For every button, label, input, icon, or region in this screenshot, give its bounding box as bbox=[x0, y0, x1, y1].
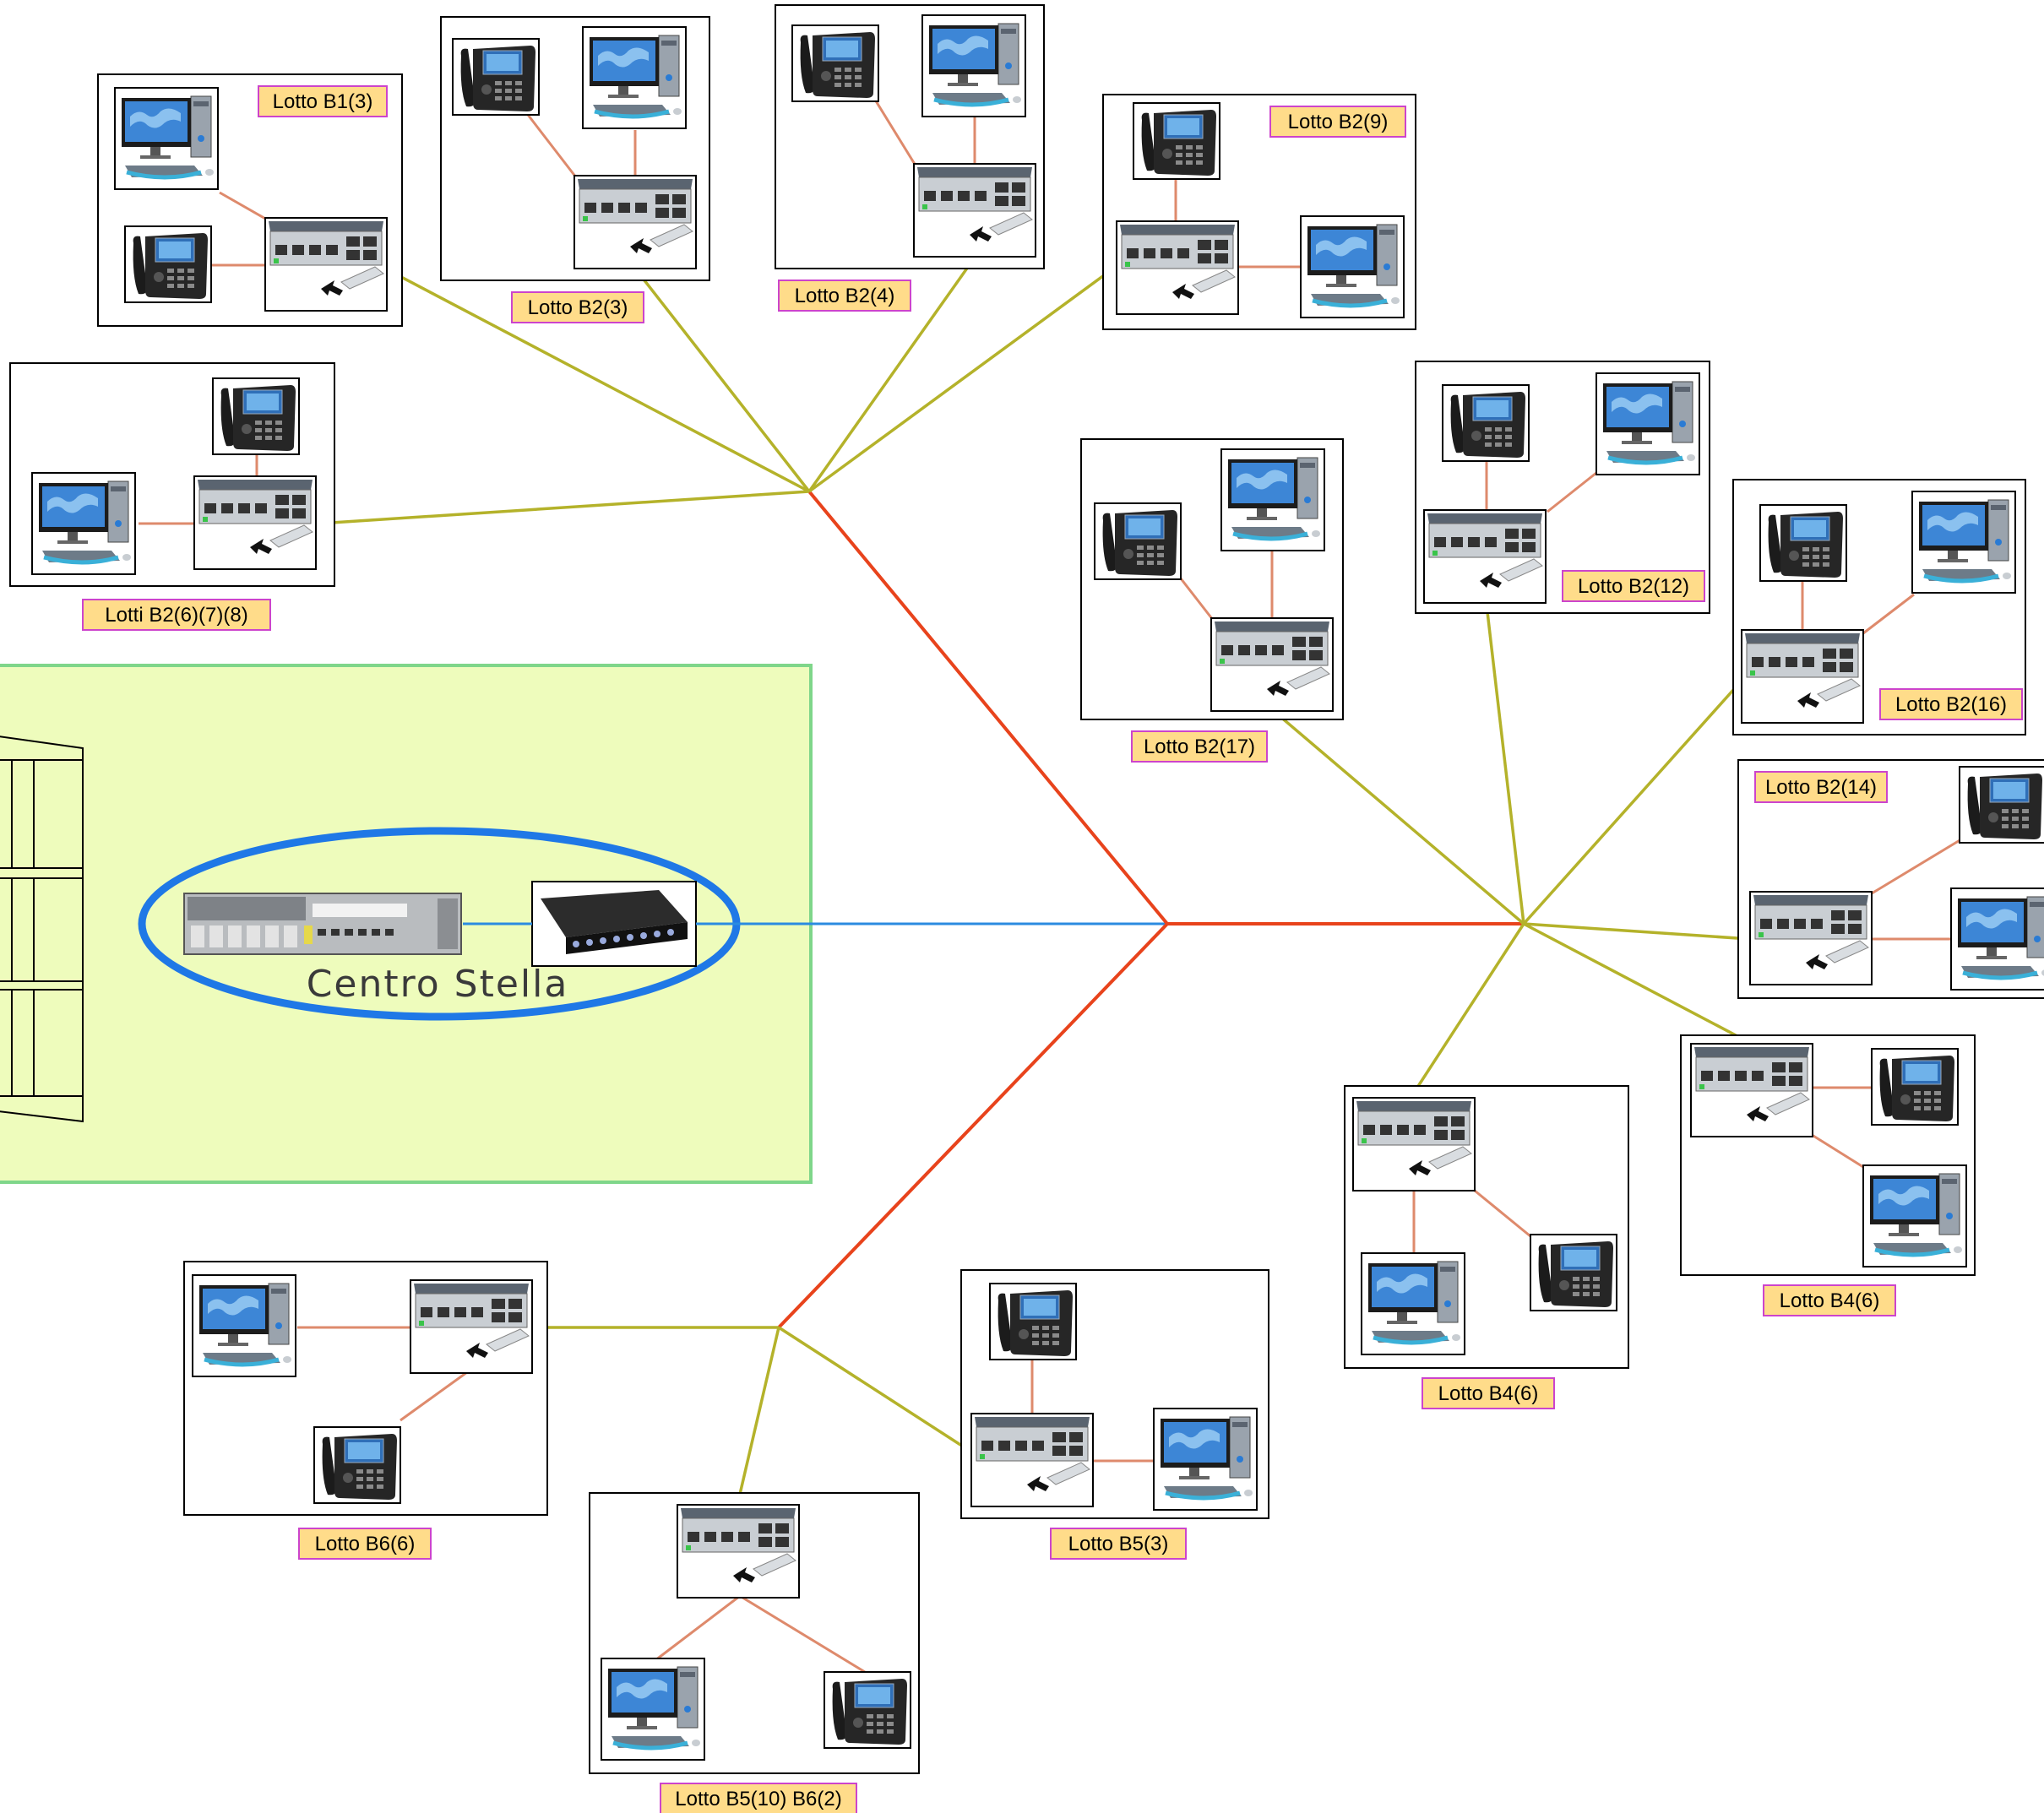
switch-icon bbox=[1116, 220, 1239, 315]
phone-icon bbox=[1094, 502, 1182, 580]
lot-lotto-b4-6-a: Lotto B4(6) bbox=[1344, 1085, 1629, 1409]
switch-icon bbox=[1690, 1043, 1813, 1137]
centro-stella-zone: Centro Stella bbox=[0, 664, 813, 1184]
phone-icon bbox=[124, 225, 212, 303]
switch-icon bbox=[574, 175, 697, 269]
switch-icon bbox=[1352, 1097, 1476, 1191]
lot-label-box bbox=[1562, 570, 1705, 602]
phone-icon bbox=[1133, 102, 1220, 180]
switch-icon bbox=[677, 1504, 800, 1599]
phone-icon bbox=[313, 1426, 401, 1504]
backbone-lines bbox=[777, 490, 1524, 1329]
switch-icon bbox=[410, 1279, 533, 1374]
lot-label-box bbox=[511, 291, 644, 323]
lot-label-box bbox=[1269, 106, 1406, 138]
computer-icon bbox=[1912, 491, 2015, 593]
building-icon bbox=[0, 736, 84, 1123]
lot-label: Lotto B5(10) B6(2) bbox=[675, 1788, 841, 1810]
lot-label-box bbox=[258, 85, 388, 117]
lot-lotto-b2-12: Lotto B2(12) bbox=[1415, 361, 1710, 614]
switch-icon bbox=[1749, 891, 1873, 985]
lot-lotto-b4-6-b: Lotto B4(6) bbox=[1680, 1034, 1976, 1316]
phone-icon bbox=[1530, 1234, 1617, 1311]
lot-label-box bbox=[660, 1783, 857, 1813]
lot-label: Lotto B4(6) bbox=[1780, 1289, 1880, 1312]
computer-icon bbox=[193, 1275, 296, 1376]
lot-lotto-b5-10-b6-2: Lotto B5(10) B6(2) bbox=[589, 1492, 920, 1813]
lot-label: Lotto B5(3) bbox=[1068, 1533, 1169, 1555]
computer-icon bbox=[1863, 1165, 1966, 1267]
lot-label: Lotto B2(3) bbox=[528, 296, 628, 319]
switch-icon bbox=[193, 475, 317, 570]
lot-lotto-b2-16: Lotto B2(16) bbox=[1732, 479, 2026, 736]
phone-icon bbox=[1871, 1048, 1959, 1126]
switch-icon bbox=[264, 217, 388, 312]
lot-lotti-b2-6-7-8: Lotti B2(6)(7)(8) bbox=[9, 362, 335, 631]
lot-lotto-b2-4: Lotto B2(4) bbox=[775, 4, 1045, 312]
lot-label: Lotto B2(16) bbox=[1895, 693, 2007, 716]
lot-lotto-b1-3: Lotto B1(3) bbox=[97, 73, 403, 327]
computer-icon bbox=[115, 88, 218, 189]
switch-icon bbox=[970, 1413, 1094, 1507]
lot-label: Lotto B2(12) bbox=[1578, 575, 1689, 598]
computer-icon bbox=[1362, 1253, 1465, 1354]
phone-icon bbox=[212, 377, 300, 455]
lot-label-box bbox=[1131, 730, 1268, 763]
lot-label-box bbox=[1050, 1528, 1187, 1560]
lot-lotto-b5-3: Lotto B5(3) bbox=[960, 1269, 1269, 1560]
computer-icon bbox=[583, 27, 686, 128]
switch-icon bbox=[913, 163, 1036, 258]
computer-icon bbox=[32, 473, 135, 574]
centro-stella-label: Centro Stella bbox=[307, 963, 569, 1006]
phone-icon bbox=[791, 24, 879, 102]
lot-lotto-b6-6: Lotto B6(6) bbox=[183, 1261, 548, 1560]
lot-label: Lotto B2(14) bbox=[1765, 776, 1877, 799]
lot-label-box bbox=[1763, 1284, 1896, 1316]
phone-icon bbox=[824, 1671, 911, 1749]
switch-icon bbox=[1210, 617, 1334, 712]
lot-lotto-b2-3: Lotto B2(3) bbox=[440, 16, 710, 323]
lot-label-box bbox=[298, 1528, 432, 1560]
phone-icon bbox=[1759, 504, 1847, 582]
lot-label-box bbox=[82, 599, 271, 631]
phone-icon bbox=[989, 1283, 1077, 1360]
computer-icon bbox=[1221, 449, 1324, 551]
phone-icon bbox=[452, 38, 540, 116]
lot-lotto-b2-9: Lotto B2(9) bbox=[1102, 94, 1416, 330]
lot-label-box bbox=[1422, 1377, 1555, 1409]
lot-label-box bbox=[778, 280, 911, 312]
branch-lines bbox=[318, 253, 1753, 1502]
phone-icon bbox=[1442, 384, 1530, 462]
lot-lotto-b2-14: Lotto B2(14) bbox=[1737, 759, 2044, 999]
computer-icon bbox=[1301, 216, 1404, 318]
router-chassis-icon bbox=[183, 893, 462, 955]
lot-label: Lotto B2(17) bbox=[1144, 736, 1255, 758]
lot-label: Lotto B4(6) bbox=[1438, 1382, 1539, 1405]
lot-label: Lotto B2(9) bbox=[1288, 111, 1389, 133]
computer-icon bbox=[1951, 888, 2044, 990]
lot-label: Lotto B6(6) bbox=[315, 1533, 416, 1555]
lot-label: Lotti B2(6)(7)(8) bbox=[105, 604, 247, 627]
computer-icon bbox=[1154, 1409, 1257, 1510]
lot-label-box bbox=[1879, 688, 2023, 720]
computer-icon bbox=[922, 15, 1025, 117]
computer-icon bbox=[601, 1658, 704, 1760]
lot-lotto-b2-17: Lotto B2(17) bbox=[1080, 438, 1344, 763]
lot-label: Lotto B2(4) bbox=[795, 285, 895, 307]
lot-label: Lotto B1(3) bbox=[273, 90, 373, 113]
phone-icon bbox=[1959, 766, 2044, 844]
fiber-patch-panel-icon bbox=[531, 881, 697, 967]
lot-label-box bbox=[1754, 771, 1888, 803]
switch-icon bbox=[1741, 629, 1864, 724]
switch-icon bbox=[1423, 509, 1547, 604]
computer-icon bbox=[1596, 373, 1699, 475]
